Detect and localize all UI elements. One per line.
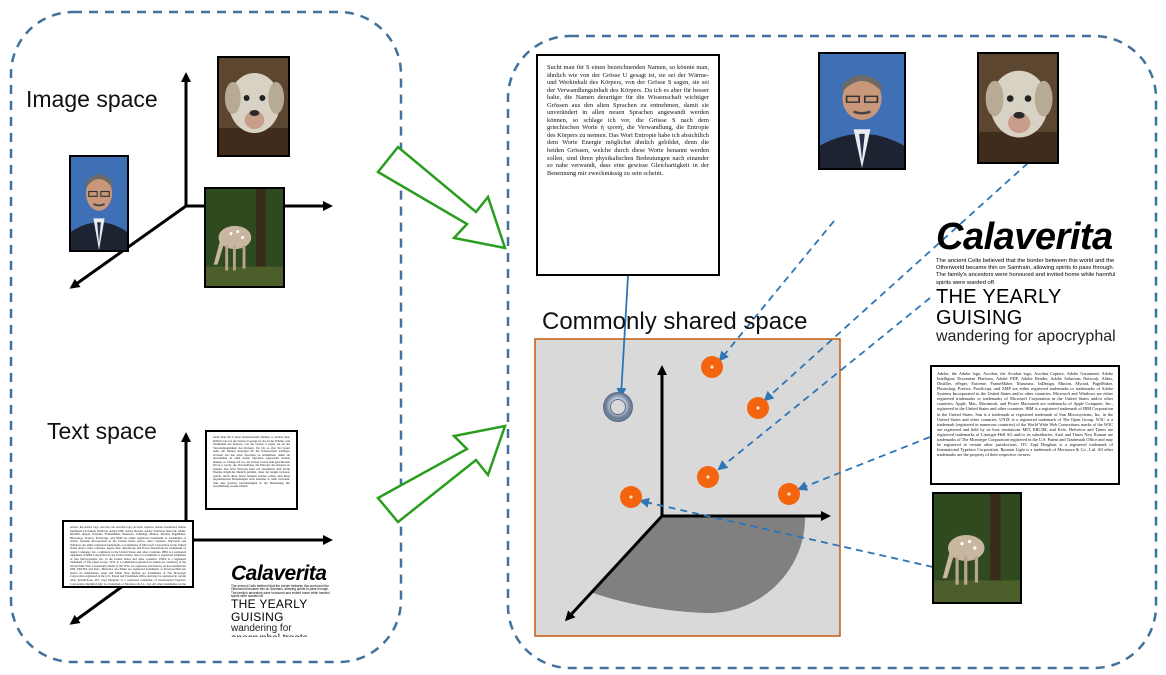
shared-space-shadow [590, 516, 806, 614]
link-text-german [616, 275, 629, 398]
poster-heading-large: THE YEARLY GUISING [936, 285, 1062, 329]
poster-title-small: Calaverita [231, 562, 327, 585]
text-doc-german-large: Sucht man für S einen bezeichnenden Name… [536, 54, 720, 276]
text-space-label: Text space [47, 418, 157, 444]
image-space-label: Image space [26, 86, 158, 112]
trademark-paragraph-small: Adobe, the Adobe logo, Acrobat, the Acro… [70, 525, 186, 588]
man-portrait-photo [69, 155, 129, 252]
german-paragraph-small: Sucht man für S einen bezeichnenden Name… [213, 435, 291, 489]
hollow-arrow-icon [376, 145, 507, 250]
orange-dot-icon [778, 483, 800, 505]
left-panel-border [9, 10, 403, 664]
link-image-fawn [639, 497, 934, 568]
image-space-z-axis [69, 204, 187, 289]
orange-dot-icon [697, 466, 719, 488]
poster-title-large: Calaverita [936, 216, 1113, 258]
man-portrait-photo [818, 52, 906, 170]
dog-photo [217, 56, 290, 157]
hollow-arrow-icon [376, 424, 507, 524]
poster-doc-small: Calaverita The ancient Celts believed th… [227, 560, 336, 637]
shared-space-label: Commonly shared space [542, 308, 808, 335]
embedding-points [603, 356, 800, 508]
text-doc-trademark-large: Adobe, the Adobe logo, Acrobat, the Acro… [930, 365, 1120, 485]
poster-body-small: The ancient Celts believed that the bord… [231, 584, 330, 599]
fawn-photo [932, 492, 1022, 604]
orange-dot-icon [747, 397, 769, 419]
orange-dot-icon [701, 356, 723, 378]
embedding-links [616, 162, 1029, 568]
shared-space-z-axis [564, 514, 664, 622]
right-panel-border [506, 34, 1158, 670]
fawn-photo [204, 187, 285, 288]
poster-body-large: The ancient Celts believed that the bord… [936, 257, 1116, 286]
german-paragraph-large: Sucht man für S einen bezeichnenden Name… [547, 64, 709, 177]
link-text-poster [717, 297, 931, 471]
shared-space-axes [564, 365, 831, 622]
dog-photo [977, 52, 1059, 164]
trademark-paragraph-large: Adobe, the Adobe logo, Acrobat, the Acro… [937, 371, 1113, 457]
orange-dot-icon [620, 486, 642, 508]
poster-heading-small: THE YEARLY GUISING [231, 597, 308, 625]
link-image-man [718, 220, 835, 362]
text-doc-trademark-small: Adobe, the Adobe logo, Acrobat, the Acro… [62, 520, 194, 588]
text-doc-german-small: Sucht man für S einen bezeichnenden Name… [205, 430, 298, 510]
poster-tagline-small: wandering for apocryphal treats [231, 622, 308, 637]
poster-tagline-large: wandering for apocryphal treats [936, 327, 1116, 345]
poster-doc-large: Calaverita The ancient Celts believed th… [932, 215, 1122, 345]
ring-icon [603, 392, 633, 422]
